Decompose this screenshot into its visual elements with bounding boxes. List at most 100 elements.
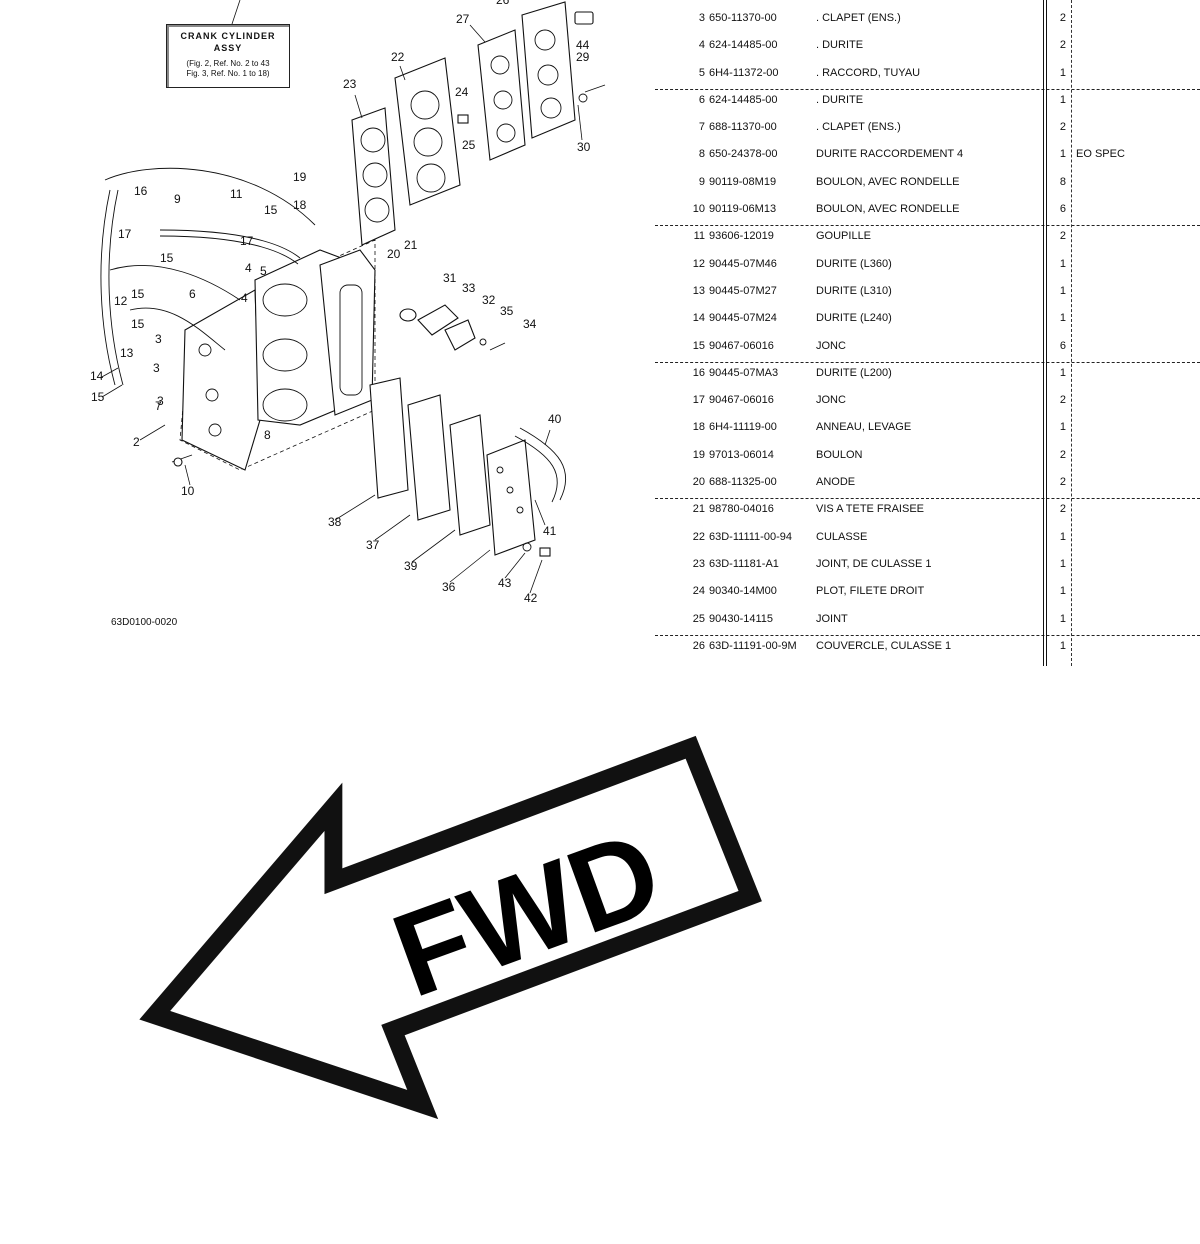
ref-3: 3	[155, 332, 162, 346]
description-cell: VIS A TETE FRAISEE	[816, 503, 925, 516]
description-cell: DURITE (L200)	[816, 366, 892, 379]
ref-22: 22	[391, 50, 405, 64]
ref-17b: 17	[240, 234, 254, 248]
ref-number-cell: 10	[692, 203, 705, 216]
ref-27: 27	[456, 12, 470, 26]
ref-42: 42	[524, 591, 538, 605]
forward-arrow-icon: FWD	[125, 578, 780, 1244]
description-cell: BOULON	[816, 448, 863, 461]
description-cell: DURITE (L310)	[816, 284, 892, 297]
quantity-cell: 1	[1059, 366, 1066, 379]
ref-number-cell: 23	[692, 557, 705, 570]
part-number-cell: 90119-06M13	[709, 203, 777, 216]
quantity-cell: 6	[1059, 203, 1066, 216]
quantity-cell: 2	[1059, 39, 1066, 52]
ref-number-cell: 17	[692, 394, 705, 407]
quantity-cell: 1	[1059, 312, 1066, 325]
description-cell: PLOT, FILETE DROIT	[816, 585, 925, 598]
quantity-cell: 1	[1059, 284, 1066, 297]
ref-32: 32	[482, 293, 496, 307]
quantity-cell: 1	[1059, 66, 1066, 79]
ref-number-cell: 6	[698, 93, 705, 106]
group-separator	[655, 498, 1200, 500]
description-cell: CULASSE	[816, 530, 868, 543]
ref-number-cell: 8	[698, 148, 705, 161]
ref-16: 16	[134, 184, 148, 198]
part-number-cell: 650-24378-00	[709, 148, 778, 161]
ref-15d: 15	[131, 317, 145, 331]
ref-number-cell: 13	[692, 284, 705, 297]
ref-41: 41	[543, 524, 557, 538]
part-number-cell: 90340-14M00	[709, 585, 777, 598]
ref-number-cell: 4	[698, 39, 705, 52]
description-cell: GOUPILLE	[816, 230, 872, 243]
description-cell: ANODE	[816, 476, 856, 489]
parts-table-row: 7 688-11370-00 . CLAPET (ENS.) 2	[655, 115, 1200, 142]
quantity-cell: 8	[1059, 175, 1066, 188]
part-number-cell: 650-11370-00	[709, 12, 777, 24]
description-cell: . CLAPET (ENS.)	[816, 121, 901, 134]
group-separator	[655, 225, 1200, 227]
ref-3b: 3	[153, 361, 160, 375]
ref-13: 13	[120, 346, 134, 360]
ref-15b: 15	[160, 251, 174, 265]
quantity-cell: 2	[1059, 12, 1066, 24]
remarks-column-divider	[1071, 0, 1072, 666]
quantity-cell: 1	[1059, 257, 1066, 270]
group-separator	[655, 88, 1200, 90]
ref-34: 34	[523, 317, 537, 331]
quantity-cell: 1	[1059, 530, 1066, 543]
ref-15c: 15	[131, 287, 145, 301]
ref-44: 44	[576, 38, 590, 52]
ref-25: 25	[462, 138, 476, 152]
ref-number-cell: 18	[692, 421, 705, 434]
ref-11: 11	[230, 187, 243, 201]
description-cell: . RACCORD, TUYAU	[816, 66, 921, 79]
quantity-cell: 2	[1059, 121, 1066, 134]
quantity-cell: 1	[1059, 639, 1066, 652]
part-number-cell: 688-11325-00	[709, 476, 777, 489]
ref-number-cell: 7	[698, 121, 705, 134]
ref-12: 12	[114, 294, 128, 308]
ref-9: 9	[174, 192, 181, 206]
ref-10: 10	[181, 484, 195, 498]
part-number-cell: 90445-07M27	[709, 284, 777, 297]
description-cell: JOINT, DE CULASSE 1	[816, 557, 932, 570]
exploded-parts-diagram: 2 3 3 3 4 4 5 6 7 8 9 10 11 12 13 14 15 …	[0, 0, 762, 1120]
qty-column-divider	[1043, 0, 1044, 666]
ref-20: 20	[387, 247, 401, 261]
ref-7: 7	[155, 399, 162, 413]
ref-18: 18	[293, 198, 307, 212]
description-cell: DURITE RACCORDEMENT 4	[816, 148, 964, 161]
diagram-drawing: 2 3 3 3 4 4 5 6 7 8 9 10 11 12 13 14 15 …	[90, 0, 606, 605]
ref-14: 14	[90, 369, 104, 383]
ref-43: 43	[498, 576, 512, 590]
part-number-cell: 688-11370-00	[709, 121, 777, 134]
ref-40: 40	[548, 412, 562, 426]
description-cell: ANNEAU, LEVAGE	[816, 421, 912, 434]
description-cell: JONC	[816, 339, 846, 352]
part-number-cell: 63D-11191-00-9M	[709, 639, 797, 652]
quantity-cell: 1	[1059, 585, 1066, 598]
description-cell: JONC	[816, 394, 846, 407]
part-number-cell: 90430-14115	[709, 612, 774, 625]
description-cell: JOINT	[816, 612, 848, 625]
ref-36: 36	[442, 580, 456, 594]
part-number-cell: 98780-04016	[709, 503, 774, 516]
ref-29: 29	[576, 50, 590, 64]
ref-5: 5	[260, 264, 267, 278]
ref-4b: 4	[241, 291, 248, 305]
ref-number-cell: 15	[692, 339, 705, 352]
ref-17: 17	[118, 227, 132, 241]
ref-35: 35	[500, 304, 514, 318]
